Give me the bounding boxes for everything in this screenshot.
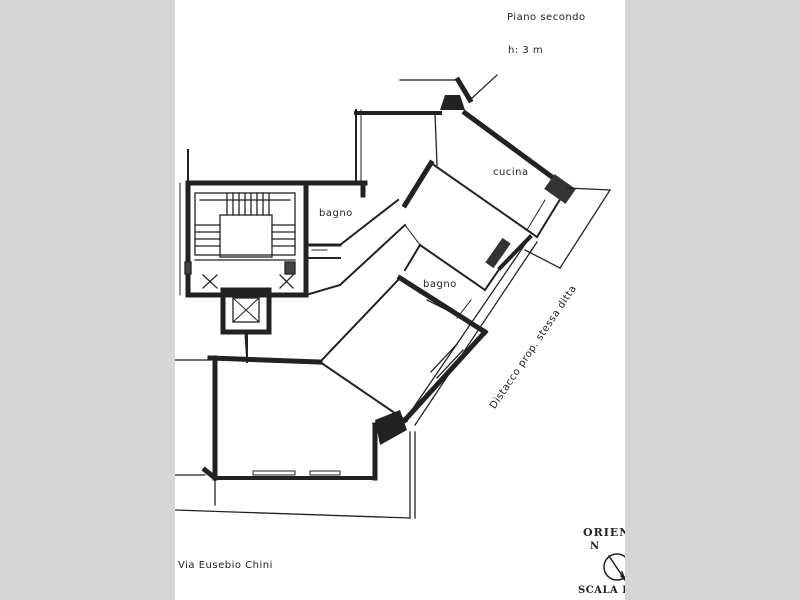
floor-plan-sheet: Piano secondo h: 3 m cucina bagno bagno … xyxy=(175,0,625,600)
living-room-walls xyxy=(318,274,489,424)
compass-symbol xyxy=(603,553,625,582)
kitchen-walls xyxy=(401,109,611,269)
orientation-label: ORIENTA xyxy=(583,526,625,539)
bathroom-1-label: bagno xyxy=(319,208,353,219)
scale-label: SCALA DI xyxy=(578,585,625,596)
corridor-walls xyxy=(246,198,407,363)
north-mark: N xyxy=(590,541,600,552)
upper-terrace xyxy=(354,74,498,184)
bathroom-2-label: bagno xyxy=(423,279,457,290)
front-room-walls xyxy=(201,331,408,482)
diagonal-exterior-wall xyxy=(404,236,538,426)
bathroom-1-walls xyxy=(303,180,368,261)
street-name: Via Eusebio Chini xyxy=(178,560,273,571)
floor-plan-drawing xyxy=(175,74,625,582)
staircase xyxy=(194,192,296,261)
balcony-edges xyxy=(175,359,416,519)
bathroom-2-walls xyxy=(403,224,533,311)
floor-label: Piano secondo xyxy=(507,12,586,23)
height-label: h: 3 m xyxy=(508,45,544,56)
landing-doors xyxy=(184,261,296,289)
kitchen-label: cucina xyxy=(493,167,529,178)
